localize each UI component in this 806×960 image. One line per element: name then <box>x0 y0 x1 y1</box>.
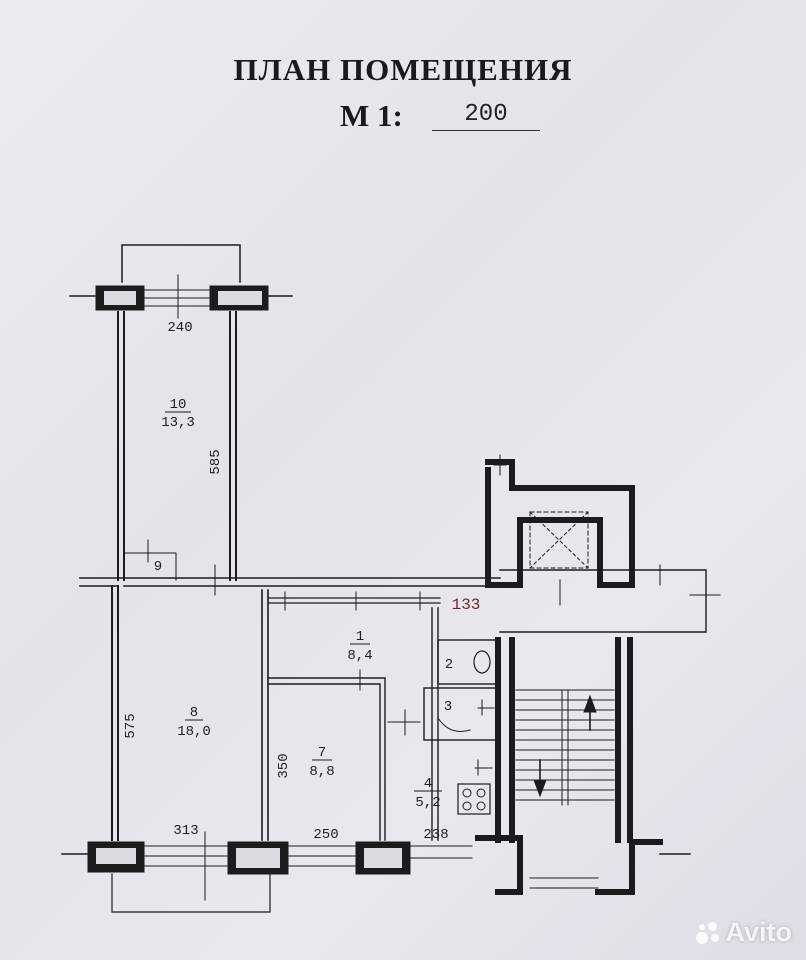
room-7-area: 8,8 <box>309 764 334 780</box>
dim-238: 238 <box>423 827 448 843</box>
scale-value: 200 <box>432 100 540 131</box>
room-7-number: 7 <box>318 745 326 761</box>
window-bottom <box>143 845 473 867</box>
room-4-area: 5,2 <box>415 795 440 811</box>
room-3-number: 3 <box>444 699 452 715</box>
dim-585: 585 <box>208 449 224 474</box>
wall-left-room-10 <box>117 311 125 581</box>
partition-wall <box>79 577 501 587</box>
wall-right-room-10 <box>229 311 237 581</box>
room-1-area: 8,4 <box>347 648 372 664</box>
entrance-walls <box>475 835 663 895</box>
room-8-number: 8 <box>190 705 198 721</box>
wall-left-room-8 <box>111 585 119 841</box>
toilet-icon <box>473 650 491 674</box>
balcony-bottom-outline <box>111 873 271 913</box>
dim-240: 240 <box>167 320 192 336</box>
stair-steps <box>515 689 615 806</box>
room-4-number: 4 <box>424 776 432 792</box>
dim-575: 575 <box>123 713 139 738</box>
scale-label: М 1: <box>340 98 403 133</box>
dim-133: 133 <box>452 596 481 614</box>
dim-350: 350 <box>276 753 292 778</box>
room-10-area: 13,3 <box>161 415 195 431</box>
stairwell-wall-right <box>615 637 633 843</box>
avito-wordmark: Avito <box>725 917 793 947</box>
room-2-number: 2 <box>445 657 453 673</box>
plan-title: ПЛАН ПОМЕЩЕНИЯ <box>233 52 573 87</box>
dim-313: 313 <box>173 823 198 839</box>
ventilation-shaft <box>485 459 635 588</box>
avito-logo-icon <box>695 920 722 946</box>
stairwell-wall-left <box>495 637 515 843</box>
bath-block <box>423 687 497 741</box>
dim-9: 9 <box>154 559 162 575</box>
dim-250: 250 <box>313 827 338 843</box>
balcony-outline <box>121 244 241 283</box>
wall-room-8-7 <box>261 589 269 841</box>
stove-icon <box>457 783 491 815</box>
room-1-number: 1 <box>356 629 364 645</box>
avito-watermark: Avito <box>695 917 793 948</box>
room-8-area: 18,0 <box>177 724 211 740</box>
room-10-number: 10 <box>170 397 187 413</box>
shaft-cell <box>529 511 589 569</box>
wall-room-7 <box>267 677 386 841</box>
window-top <box>143 289 211 307</box>
landing-outline <box>499 569 707 633</box>
